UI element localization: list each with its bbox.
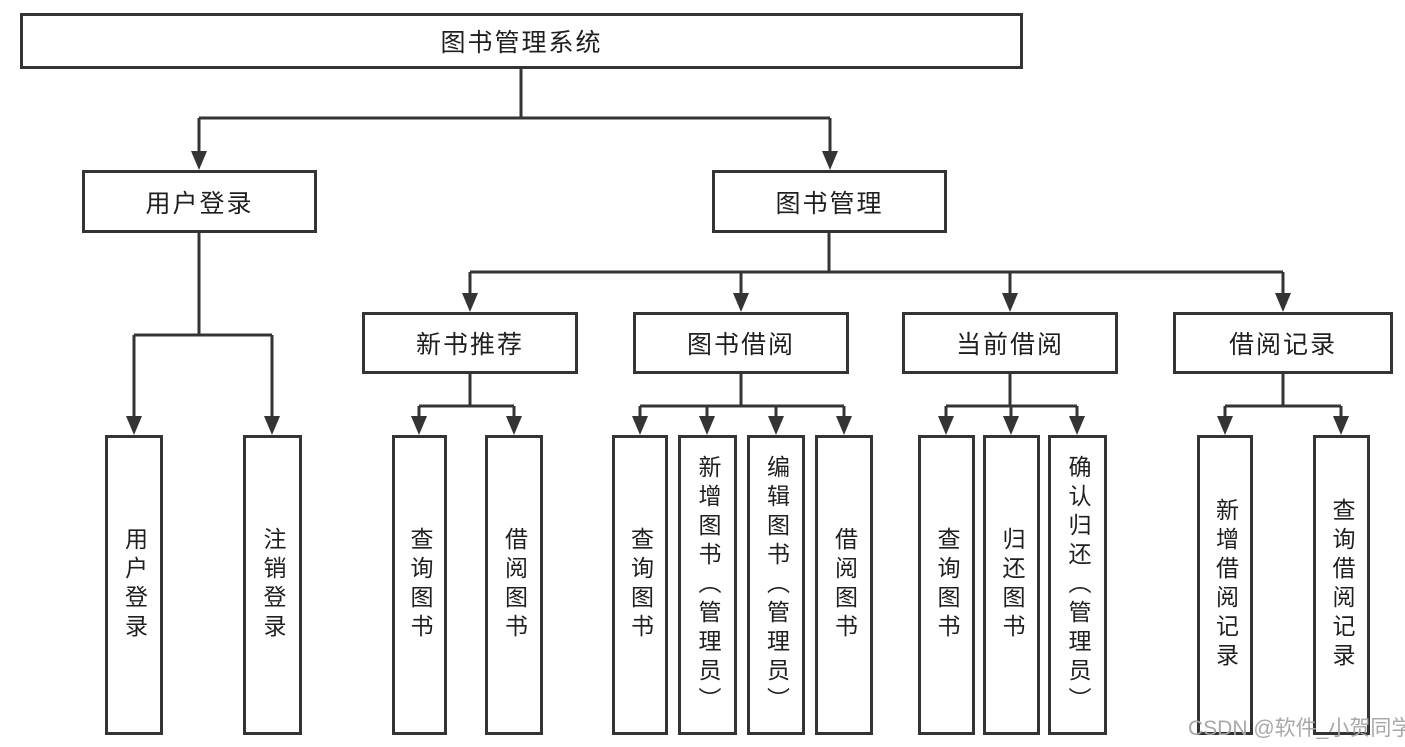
leaf-label: 查询借阅记录	[1329, 498, 1355, 672]
leaf-label: 查询图书	[934, 527, 960, 643]
node-book-management: 图书管理	[712, 170, 947, 233]
node-library-management-system: 图书管理系统	[20, 13, 1023, 69]
leaf-borrow-books-borrowing: 借阅图书	[815, 435, 873, 735]
leaf-return-books: 归还图书	[983, 435, 1040, 735]
node-label: 图书管理系统	[440, 29, 603, 57]
leaf-label: 用户登录	[121, 527, 148, 643]
leaf-query-books-recommend: 查询图书	[392, 435, 447, 735]
leaf-add-borrow-record: 新增借阅记录	[1197, 435, 1253, 735]
node-new-book-recommendation: 新书推荐	[362, 312, 578, 374]
leaf-label: 借阅图书	[831, 527, 858, 643]
leaf-label: 确认归还（管理员）	[1065, 454, 1091, 716]
node-label: 当前借阅	[955, 331, 1064, 359]
leaf-borrow-books-recommend: 借阅图书	[485, 435, 543, 735]
node-borrowing-records: 借阅记录	[1173, 312, 1393, 374]
leaf-query-books-borrowing: 查询图书	[612, 435, 668, 735]
leaf-label: 查询图书	[407, 527, 433, 643]
leaf-label: 查询图书	[627, 527, 654, 643]
leaf-add-book-admin: 新增图书（管理员）	[678, 435, 737, 735]
leaf-label: 编辑图书（管理员）	[763, 454, 790, 716]
leaf-logout: 注销登录	[243, 435, 302, 735]
node-label: 新书推荐	[415, 331, 524, 359]
leaf-query-books-current: 查询图书	[918, 435, 975, 735]
leaf-query-borrow-record: 查询借阅记录	[1313, 435, 1370, 735]
leaf-user-login: 用户登录	[105, 435, 163, 735]
leaf-confirm-return-admin: 确认归还（管理员）	[1048, 435, 1107, 735]
node-label: 借阅记录	[1228, 331, 1337, 359]
leaf-label: 借阅图书	[501, 527, 528, 643]
node-label: 图书借阅	[686, 331, 795, 359]
arrowheads	[126, 151, 1349, 435]
leaf-label: 注销登录	[260, 527, 286, 643]
leaf-edit-book-admin: 编辑图书（管理员）	[747, 435, 805, 735]
leaf-label: 归还图书	[999, 527, 1025, 643]
node-label: 图书管理	[775, 189, 884, 218]
node-label: 用户登录	[145, 189, 254, 218]
leaf-label: 新增借阅记录	[1212, 498, 1239, 672]
leaf-label: 新增图书（管理员）	[695, 454, 721, 716]
node-book-borrowing: 图书借阅	[633, 312, 849, 374]
node-user-login: 用户登录	[82, 170, 317, 233]
watermark: CSDN @软件_小贺同学	[1188, 717, 1405, 740]
node-current-borrowing: 当前借阅	[902, 312, 1118, 374]
